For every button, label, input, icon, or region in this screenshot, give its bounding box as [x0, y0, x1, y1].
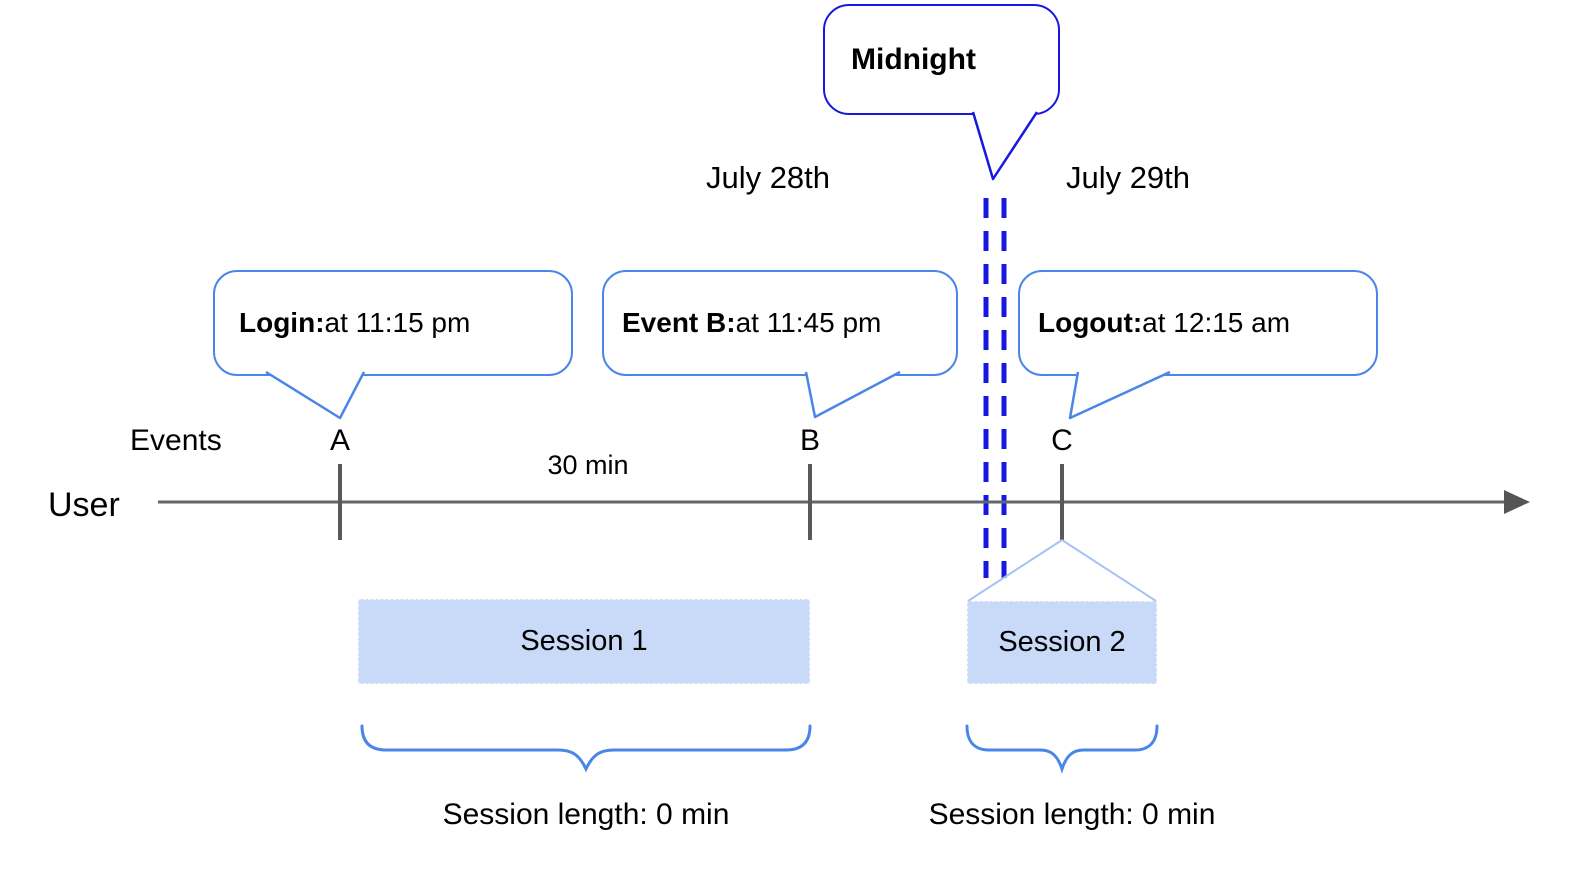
login-callout-tail — [265, 370, 366, 420]
midnight-callout-tail — [971, 111, 1039, 181]
logout-callout-tail — [1068, 370, 1171, 420]
event-b-callout-detail: at 11:45 pm — [735, 307, 882, 338]
logout-callout: Logout: at 12:15 am — [1018, 270, 1378, 376]
midnight-callout: Midnight — [823, 4, 1060, 115]
user-axis-label: User — [48, 486, 120, 524]
session-1-brace — [360, 724, 812, 773]
login-callout-title: Login: — [239, 307, 325, 338]
midnight-callout-label: Midnight — [851, 42, 976, 76]
event-mark-c-label: C — [1051, 424, 1073, 457]
session-2-label: Session 2 — [998, 626, 1126, 658]
event-b-callout-tail — [804, 370, 901, 419]
midnight-divider-dashes — [983, 198, 1007, 578]
events-row-label: Events — [130, 424, 222, 457]
date-label-july-29: July 29th — [1065, 160, 1191, 195]
interval-label: 30 min — [547, 450, 629, 480]
logout-callout-detail: at 12:15 am — [1142, 307, 1291, 338]
login-callout-detail: at 11:15 pm — [324, 307, 471, 338]
login-callout: Login: at 11:15 pm — [213, 270, 573, 376]
session-1-length-label: Session length: 0 min — [442, 798, 730, 831]
event-b-callout: Event B: at 11:45 pm — [602, 270, 958, 376]
user-timeline-arrow — [158, 490, 1530, 514]
session-2-length-label: Session length: 0 min — [928, 798, 1216, 831]
event-mark-a-label: A — [329, 424, 350, 457]
event-mark-b-label: B — [799, 424, 820, 457]
date-label-july-28: July 28th — [705, 160, 831, 195]
logout-callout-title: Logout: — [1038, 307, 1143, 338]
session-1-label: Session 1 — [520, 625, 648, 657]
session-2-brace — [965, 724, 1159, 774]
event-b-callout-title: Event B: — [622, 307, 736, 338]
session-2-projection-lines — [967, 539, 1157, 602]
session-1-box: Session 1 — [358, 599, 810, 684]
session-2-box: Session 2 — [967, 601, 1157, 684]
